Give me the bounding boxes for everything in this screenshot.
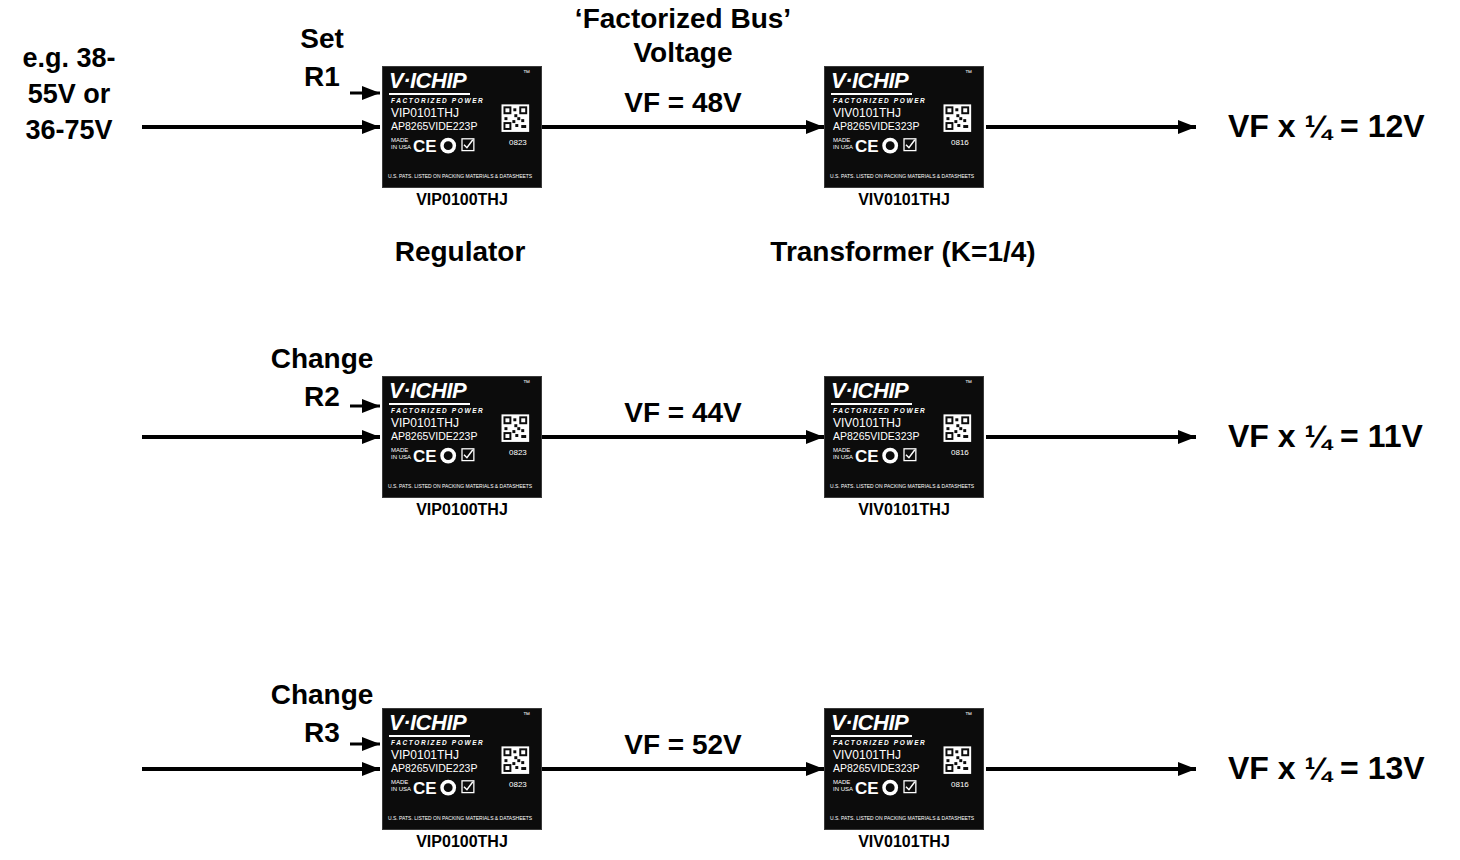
part-caption: VIV0101THJ [825,191,983,209]
input-arrow [142,767,380,771]
part-number: VIP0101THJ [391,107,459,120]
date-code: 0816 [951,449,969,458]
input-range: e.g. 38-55V or 36-75V [14,40,124,148]
bus-connector [542,767,824,771]
output-arrow [986,125,1196,129]
ce-mark: CE [855,780,879,799]
chip-logo: V·ICHIP [389,69,470,95]
output-voltage: VF x ¼ = 12V [1228,108,1425,145]
output-arrows [986,127,1196,769]
trim-label: Set R1 [282,20,362,96]
trim-label: Change R2 [262,340,382,416]
origin-mark: MADE IN USA [833,137,853,151]
chip-tagline: FACTORIZED POWER [833,97,926,104]
lot-code: AP8265VIDE323P [833,121,919,133]
origin-mark: MADE IN USA [833,447,853,461]
part-caption: VIP0100THJ [383,501,541,519]
input-arrow [142,125,380,129]
date-code: 0816 [951,139,969,148]
edge-layer [542,127,824,769]
chip-logo: V·ICHIP [389,379,470,405]
patent-note: U.S. PATS. LISTED ON PACKING MATERIALS &… [388,174,532,180]
ce-mark: CE [413,448,437,467]
ce-mark: CE [855,138,879,157]
date-code: 0823 [509,139,527,148]
chip-logo: V·ICHIP [831,711,912,737]
chip-module: V·ICHIP ™ FACTORIZED POWER VIP0101THJAP8265… [382,708,542,830]
patent-note: U.S. PATS. LISTED ON PACKING MATERIALS &… [830,484,974,490]
chip-tagline: FACTORIZED POWER [833,407,926,414]
chip-module: V·ICHIP ™ FACTORIZED POWER VIP0101THJAP8265… [382,376,542,498]
chip-tagline: FACTORIZED POWER [391,739,484,746]
trademark: ™ [965,69,972,77]
lot-code: AP8265VIDE223P [391,431,477,443]
part-number: VIP0101THJ [391,749,459,762]
patent-note: U.S. PATS. LISTED ON PACKING MATERIALS &… [830,816,974,822]
part-caption: VIP0100THJ [383,833,541,851]
date-code: 0823 [509,781,527,790]
chip-module: V·ICHIP ™ FACTORIZED POWER VIV0101THJAP8265… [824,376,984,498]
trim-arrows [350,93,380,744]
patent-note: U.S. PATS. LISTED ON PACKING MATERIALS &… [830,174,974,180]
stage-name: Regulator [362,236,558,268]
trademark: ™ [965,379,972,387]
origin-mark: MADE IN USA [391,447,411,461]
trim-arrow [350,92,380,95]
part-caption: VIP0100THJ [383,191,541,209]
trim-arrow [350,405,380,408]
output-voltage: VF x ¼ = 13V [1228,750,1425,787]
chip-module: V·ICHIP ™ FACTORIZED POWER VIP0101THJAP8265… [382,66,542,188]
ce-mark: CE [413,138,437,157]
lot-code: AP8265VIDE223P [391,763,477,775]
patent-note: U.S. PATS. LISTED ON PACKING MATERIALS &… [388,484,532,490]
trademark: ™ [965,711,972,719]
chip-module: V·ICHIP ™ FACTORIZED POWER VIV0101THJAP8265… [824,708,984,830]
bus-connector [542,125,824,129]
origin-mark: MADE IN USA [391,779,411,793]
trim-arrow [350,743,380,746]
trademark: ™ [523,379,530,387]
patent-note: U.S. PATS. LISTED ON PACKING MATERIALS &… [388,816,532,822]
stage-name: Transformer (K=1/4) [703,236,1103,268]
chip-logo: V·ICHIP [389,711,470,737]
chip-logo: V·ICHIP [831,69,912,95]
chip-tagline: FACTORIZED POWER [391,97,484,104]
bus-voltage: VF = 52V [620,730,746,761]
ce-mark: CE [413,780,437,799]
bus-heading: ‘Factorized Bus’ Voltage [553,2,813,70]
part-number: VIV0101THJ [833,107,901,120]
output-voltage: VF x ¼ = 11V [1228,418,1423,455]
date-code: 0823 [509,449,527,458]
trademark: ™ [523,69,530,77]
chip-logo: V·ICHIP [831,379,912,405]
lot-code: AP8265VIDE223P [391,121,477,133]
output-arrow [986,435,1196,439]
output-arrow [986,767,1196,771]
ce-mark: CE [855,448,879,467]
bus-voltage: VF = 48V [620,88,746,119]
chip-tagline: FACTORIZED POWER [833,739,926,746]
input-arrow [142,435,380,439]
bus-connector [542,435,824,439]
origin-mark: MADE IN USA [391,137,411,151]
part-number: VIV0101THJ [833,749,901,762]
origin-mark: MADE IN USA [833,779,853,793]
date-code: 0816 [951,781,969,790]
part-caption: VIV0101THJ [825,501,983,519]
trim-label: Change R3 [262,676,382,752]
chip-module: V·ICHIP ™ FACTORIZED POWER VIV0101THJAP8265… [824,66,984,188]
part-caption: VIV0101THJ [825,833,983,851]
part-number: VIV0101THJ [833,417,901,430]
trademark: ™ [523,711,530,719]
lot-code: AP8265VIDE323P [833,763,919,775]
part-number: VIP0101THJ [391,417,459,430]
bus-voltage: VF = 44V [620,398,746,429]
lot-code: AP8265VIDE323P [833,431,919,443]
chip-tagline: FACTORIZED POWER [391,407,484,414]
input-arrows [142,127,380,769]
